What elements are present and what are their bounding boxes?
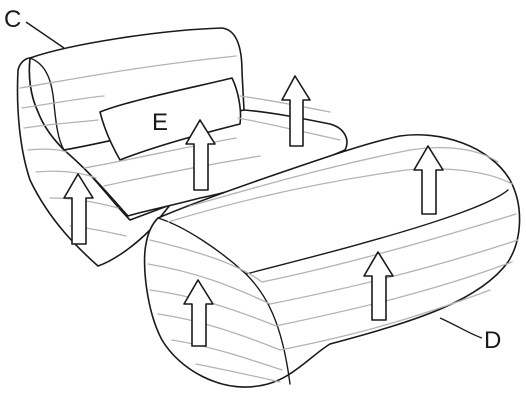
leader-line-d <box>440 318 482 338</box>
label-d: D <box>484 327 501 354</box>
label-c: C <box>4 6 21 33</box>
leader-line-c <box>26 22 64 48</box>
label-e: E <box>152 109 168 136</box>
